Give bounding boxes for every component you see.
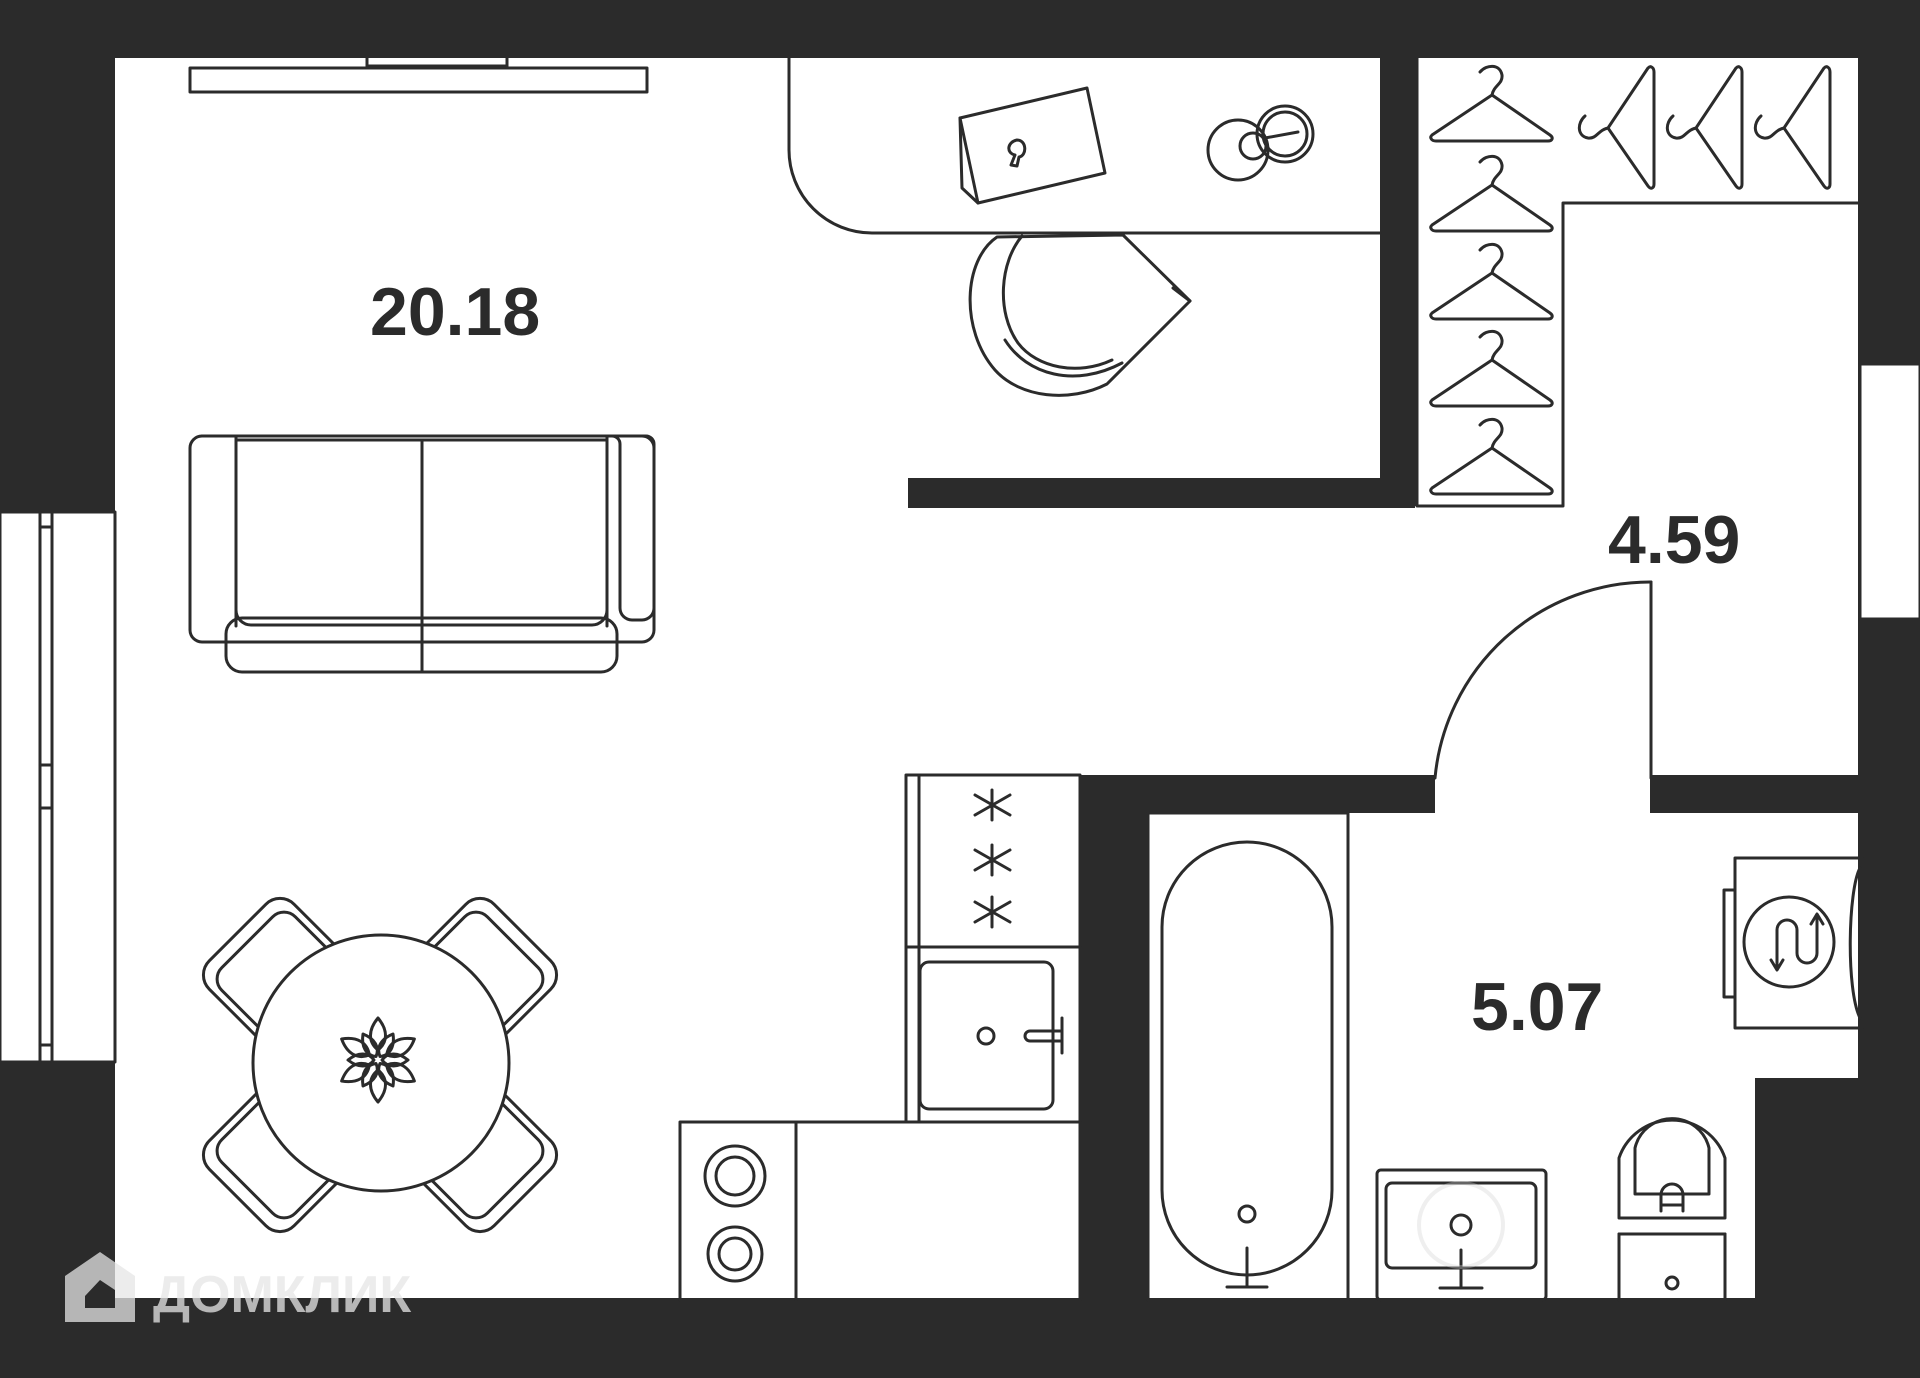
appliance-dial-icon	[706, 1225, 764, 1283]
hanger-icon	[1753, 65, 1832, 190]
washing-machine	[1722, 856, 1864, 1030]
burner-icon	[973, 788, 1012, 822]
watermark-text: ДОМКЛИК	[153, 1266, 411, 1324]
hanger-icon	[1665, 65, 1744, 190]
bathtub-area	[1146, 811, 1350, 1302]
toilet-seat-icon	[1659, 1182, 1685, 1213]
house-logo-icon	[65, 1252, 135, 1322]
faucet-icon	[1023, 1016, 1064, 1055]
laptop-logo-icon	[1007, 138, 1027, 168]
door-swing-arc	[1433, 580, 1653, 780]
wall-bath-left	[1080, 775, 1148, 1300]
desk-top	[787, 56, 1382, 235]
bathtub	[1160, 840, 1334, 1277]
room-area-bathroom: 5.07	[1471, 969, 1603, 1045]
desk	[787, 56, 1382, 397]
hanger-icon	[1577, 65, 1656, 190]
appliance-dial-icon	[703, 1144, 767, 1208]
hangers-horizontal	[1577, 65, 1832, 190]
wall-bath-right-edge	[1860, 612, 1862, 762]
sink-faucet-icon	[1438, 1248, 1484, 1290]
watermark: ДОМКЛИК	[65, 1181, 1505, 1324]
center-watermark-icon	[1417, 1181, 1505, 1269]
hanger-icon	[1429, 329, 1554, 408]
sink-drain-icon	[1449, 1213, 1473, 1237]
wall-desk-bottom	[908, 478, 1415, 508]
wall-bath-top-right	[1650, 775, 1860, 813]
bathroom-sink	[1375, 1168, 1548, 1302]
sofa-seat	[224, 616, 619, 674]
windows	[0, 54, 1920, 1064]
bathroom	[1146, 811, 1864, 1302]
door	[1433, 580, 1653, 816]
kitchen	[678, 773, 1082, 1302]
kitchen-sink	[918, 960, 1055, 1111]
wardrobe-outline	[1415, 56, 1860, 508]
burner-icon	[973, 895, 1012, 929]
desk-lamp-icon	[1206, 118, 1270, 182]
window-left	[0, 510, 117, 1064]
hangers-vertical	[1429, 64, 1554, 496]
washing-machine-icon	[1775, 914, 1819, 970]
flush-button-icon	[1664, 1275, 1680, 1291]
dining-set	[201, 896, 559, 1234]
sofa	[188, 434, 656, 674]
hanger-icon	[1429, 242, 1554, 321]
room-area-hall: 4.59	[1608, 502, 1740, 578]
hanger-icon	[1429, 417, 1554, 496]
bath-drain-icon	[1237, 1204, 1257, 1224]
hanger-icon	[1429, 154, 1554, 233]
room-area-living: 20.18	[370, 274, 540, 350]
wall-desk-right	[1380, 58, 1415, 506]
window-right	[1858, 362, 1920, 621]
toilet	[1617, 1117, 1727, 1302]
burner-icon	[973, 843, 1012, 877]
desk-chair-icon	[968, 233, 1192, 397]
bath-faucet-icon	[1225, 1246, 1269, 1289]
window-top	[188, 66, 649, 94]
wall-bath-corner	[1755, 1078, 1860, 1300]
drain-icon	[976, 1026, 996, 1046]
kitchen-counter	[678, 1120, 1082, 1302]
hanger-icon	[1429, 64, 1554, 143]
flower-icon	[340, 1016, 416, 1104]
wardrobe	[1415, 56, 1860, 508]
laptop-icon	[958, 86, 1107, 205]
